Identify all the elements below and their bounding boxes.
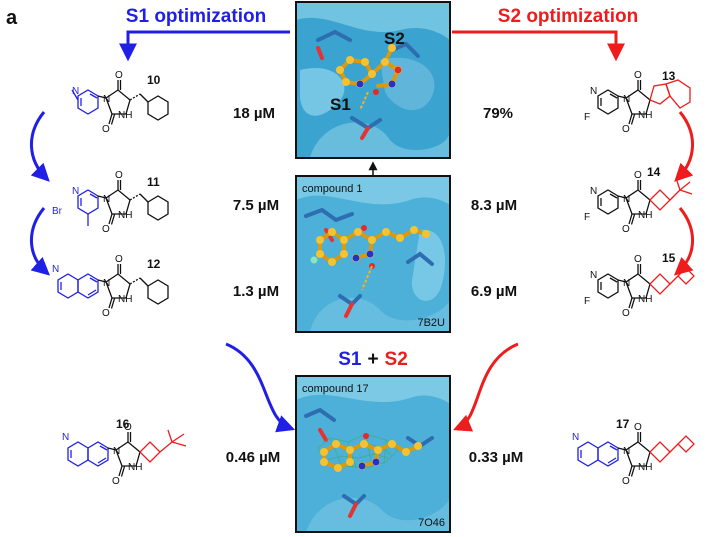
- compound-13-label: 13: [662, 69, 676, 83]
- compound-13-activity: 79%: [483, 105, 513, 122]
- svg-text:NH: NH: [128, 462, 142, 473]
- structure-panel-middle: compound 1 7B2U: [295, 175, 451, 333]
- s1-step-arrow-2: [30, 207, 51, 276]
- s2-step-arrow-1: [674, 111, 694, 182]
- svg-text:NH: NH: [638, 462, 652, 473]
- svg-text:O: O: [622, 124, 630, 135]
- svg-text:NH: NH: [638, 110, 652, 121]
- svg-text:N: N: [590, 86, 597, 97]
- svg-text:NH: NH: [638, 294, 652, 305]
- svg-text:O: O: [634, 254, 642, 265]
- compound-10-label: 10: [147, 73, 161, 87]
- svg-text:O: O: [634, 170, 642, 181]
- compound-14-label: 14: [647, 165, 661, 179]
- svg-text:N: N: [572, 432, 579, 443]
- svg-text:N: N: [103, 194, 110, 205]
- compound-14-activity: 8.3 µM: [471, 197, 517, 214]
- svg-text:O: O: [622, 476, 630, 487]
- svg-text:N: N: [62, 432, 69, 443]
- svg-text:O: O: [622, 308, 630, 319]
- compound-15-substituent: F: [584, 296, 590, 307]
- compound-16-label: 16: [116, 417, 130, 431]
- svg-text:O: O: [115, 170, 123, 181]
- svg-text:N: N: [72, 86, 79, 97]
- s2-pocket-label: S2: [384, 29, 405, 48]
- svg-text:N: N: [590, 186, 597, 197]
- svg-text:O: O: [102, 124, 110, 135]
- panel-letter: a: [6, 7, 18, 29]
- compound-12-structure: N N O O NH: [52, 254, 169, 319]
- s2-step-arrow-2: [673, 207, 694, 276]
- s2-optimization-title: S2 optimization: [498, 6, 638, 27]
- bottom-panel-caption: compound 17: [302, 383, 369, 395]
- s1-header-arrow: [119, 30, 290, 62]
- compound-15-label: 15: [662, 251, 676, 265]
- compound-17-label: 17: [616, 417, 630, 431]
- svg-text:N: N: [103, 278, 110, 289]
- compound-13-structure: N N O O NH F: [584, 70, 691, 135]
- compound-10-structure: N N O O NH: [71, 70, 169, 135]
- s1-pocket-label: S1: [330, 95, 351, 114]
- svg-text:O: O: [634, 422, 642, 433]
- compound-16-activity: 0.46 µM: [226, 449, 281, 466]
- compound-15-activity: 6.9 µM: [471, 283, 517, 300]
- compound-13-substituent: F: [584, 112, 590, 123]
- s1-optimization-title: S1 optimization: [126, 6, 266, 27]
- svg-text:N: N: [113, 446, 120, 457]
- s1-merge-arrow: [225, 342, 296, 433]
- svg-text:O: O: [102, 308, 110, 319]
- svg-text:O: O: [102, 224, 110, 235]
- structure-panel-bottom: compound 17 7O46: [295, 375, 451, 533]
- svg-text:N: N: [103, 94, 110, 105]
- compound-14-structure: N N O O NH F: [584, 170, 693, 235]
- s2-merge-arrow: [453, 342, 519, 432]
- s2-header-arrow: [452, 30, 625, 62]
- svg-text:N: N: [72, 186, 79, 197]
- svg-text:NH: NH: [118, 294, 132, 305]
- svg-text:N: N: [52, 264, 59, 275]
- svg-text:N: N: [623, 194, 630, 205]
- compound-11-structure: N N O O NH Br: [52, 170, 169, 235]
- compound-16-structure: N N O O NH: [62, 422, 187, 487]
- svg-text:O: O: [115, 254, 123, 265]
- svg-text:O: O: [112, 476, 120, 487]
- s1-step-arrow-1: [30, 111, 50, 182]
- middle-panel-caption: compound 1: [302, 183, 363, 195]
- svg-text:O: O: [115, 70, 123, 81]
- svg-text:NH: NH: [118, 210, 132, 221]
- svg-text:N: N: [623, 94, 630, 105]
- svg-text:NH: NH: [118, 110, 132, 121]
- compound-14-substituent: F: [584, 212, 590, 223]
- svg-text:O: O: [622, 224, 630, 235]
- compound-17-activity: 0.33 µM: [469, 449, 524, 466]
- compound-12-label: 12: [147, 257, 161, 271]
- structure-panel-top: S1 S2: [295, 1, 451, 159]
- compound-11-label: 11: [147, 175, 160, 189]
- svg-text:O: O: [634, 70, 642, 81]
- svg-text:O: O: [124, 422, 132, 433]
- compound-10-activity: 18 µM: [233, 105, 275, 122]
- svg-text:NH: NH: [638, 210, 652, 221]
- combo-title: S1+S2: [338, 349, 408, 370]
- compound-11-activity: 7.5 µM: [233, 197, 279, 214]
- compound-11-substituent: Br: [52, 206, 63, 217]
- bottom-panel-pdb-code: 7O46: [418, 517, 445, 529]
- middle-panel-pdb-code: 7B2U: [417, 317, 445, 329]
- svg-text:N: N: [590, 270, 597, 281]
- compound-12-activity: 1.3 µM: [233, 283, 279, 300]
- compound-15-structure: N N O O NH F: [584, 254, 695, 319]
- svg-text:N: N: [623, 278, 630, 289]
- svg-text:N: N: [623, 446, 630, 457]
- compound-17-structure: N N O O NH: [572, 422, 695, 487]
